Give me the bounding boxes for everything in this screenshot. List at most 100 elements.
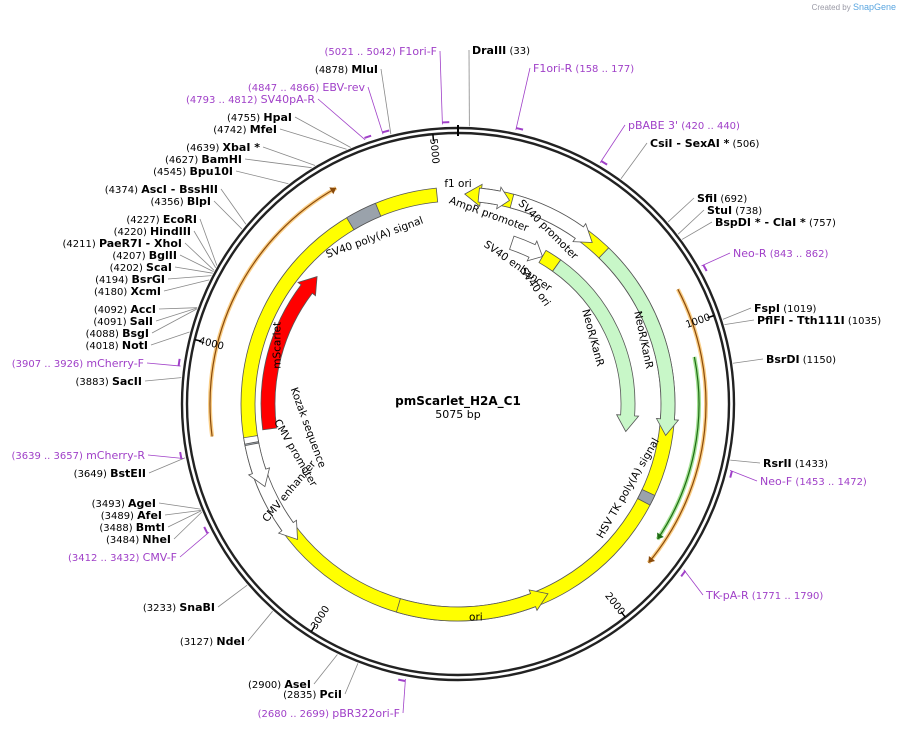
leader-line — [722, 307, 752, 320]
leader-line — [279, 128, 347, 150]
site-name: AscI - BssHII — [141, 183, 218, 196]
site-position: (692) — [717, 194, 747, 205]
enzyme-label: (4091) SalI — [93, 315, 153, 328]
leader-line — [184, 242, 215, 271]
site-position: (4194) — [95, 275, 131, 286]
feature-label: mScarlet — [271, 322, 283, 369]
leader-line — [158, 502, 201, 510]
leader-line — [724, 319, 755, 326]
leader-line — [620, 142, 648, 180]
leader-line — [681, 221, 713, 240]
leader-line — [148, 457, 186, 474]
primer-mark — [702, 264, 708, 272]
plasmid-name: pmScarlet_H2A_C1 — [395, 394, 521, 409]
site-name: HindIII — [150, 225, 191, 238]
primer-mark — [729, 470, 733, 478]
site-position: (4545) — [153, 167, 189, 178]
site-name: pBABE 3' — [628, 119, 678, 132]
tick-label: 2000 — [602, 591, 626, 618]
site-name: BlpI — [187, 195, 211, 208]
site-position: (4018) — [85, 341, 121, 352]
enzyme-label: (2835) PciI — [283, 688, 342, 701]
enzyme-label: RsrII (1433) — [763, 457, 828, 470]
feature-ampr-promoter — [477, 186, 511, 210]
primer-label: TK-pA-R (1771 .. 1790) — [705, 589, 823, 602]
site-name: AfeI — [137, 509, 162, 522]
enzyme-label: (2900) AseI — [248, 678, 311, 691]
enzyme-label: (4194) BsrGI — [95, 273, 165, 286]
enzyme-label: (3484) NheI — [106, 533, 171, 546]
enzyme-label: (3649) BstEII — [74, 467, 146, 480]
enzyme-label: (4545) Bpu10I — [153, 165, 233, 178]
leader-line — [213, 200, 243, 230]
leader-line — [599, 124, 626, 163]
site-name: F1ori-R — [533, 62, 573, 75]
enzyme-label: DraIII (33) — [472, 44, 530, 57]
tick-label: 3000 — [309, 604, 332, 631]
enzyme-label: (4207) BglII — [112, 249, 177, 262]
site-name: EcoRI — [163, 213, 197, 226]
site-name: RsrII — [763, 457, 792, 470]
site-name: BsrDI — [766, 353, 800, 366]
primer-label: (4847 .. 4866) EBV-rev — [248, 81, 366, 94]
leader-line — [150, 331, 190, 346]
plasmid-size: 5075 bp — [435, 408, 480, 421]
site-name: PciI — [320, 688, 342, 701]
feature-label: f1 ori — [444, 178, 471, 190]
enzyme-label: PflFI - Tth111I (1035) — [757, 314, 881, 327]
feature-cmv-promoter — [243, 435, 271, 488]
leader-line — [167, 275, 212, 280]
leader-line — [667, 197, 695, 223]
leader-line — [683, 569, 704, 596]
snapgene-logo: SnapGene — [852, 2, 896, 12]
leader-line — [439, 50, 443, 125]
site-position: (4847 .. 4866) — [248, 83, 323, 94]
enzyme-label: (4227) EcoRI — [126, 213, 197, 226]
site-position: (4755) — [227, 113, 263, 124]
enzyme-label: (4742) MfeI — [213, 123, 277, 136]
enzyme-label: (3127) NdeI — [180, 635, 245, 648]
primer-label: (5021 .. 5042) F1ori-F — [324, 45, 437, 58]
enzyme-label: StuI (738) — [707, 204, 762, 217]
leader-line — [158, 307, 198, 310]
site-name: XcmI — [130, 285, 161, 298]
site-name: MluI — [351, 63, 378, 76]
tick-1000 — [707, 314, 715, 319]
site-position: (1150) — [800, 355, 837, 366]
enzyme-label: FspI (1019) — [754, 302, 817, 315]
enzyme-label: (4211) PaeR7I - XhoI — [63, 237, 183, 250]
site-position: (5021 .. 5042) — [324, 47, 399, 58]
site-name: NheI — [142, 533, 171, 546]
site-name: Neo-F — [760, 475, 792, 488]
leader-line — [220, 188, 247, 225]
primer-mark — [203, 526, 209, 534]
primer-label: (3412 .. 3432) CMV-F — [68, 551, 177, 564]
enzyme-label: (3233) SnaBI — [143, 601, 215, 614]
site-name: CsiI - SexAI * — [650, 137, 730, 150]
leader-line — [262, 146, 316, 166]
site-name: SnaBI — [179, 601, 215, 614]
leader-line — [367, 86, 384, 135]
enzyme-label: (4374) AscI - BssHII — [105, 183, 218, 196]
enzyme-label: (4018) NotI — [85, 339, 148, 352]
enzyme-label: (4202) ScaI — [110, 261, 172, 274]
primer-label: Neo-F (1453 .. 1472) — [760, 475, 867, 488]
site-position: (2835) — [283, 690, 319, 701]
primer-mark — [364, 134, 372, 139]
primer-mark — [177, 358, 181, 366]
site-name: XbaI * — [223, 141, 261, 154]
leader-line — [144, 377, 182, 382]
site-position: (1035) — [845, 316, 882, 327]
orf-arrowhead — [329, 187, 337, 195]
leader-line — [155, 307, 198, 322]
leader-line — [294, 116, 351, 148]
site-position: (3489) — [101, 511, 137, 522]
site-position: (1019) — [780, 304, 817, 315]
enzyme-label: (4755) HpaI — [227, 111, 292, 124]
enzyme-label: (4356) BlpI — [150, 195, 211, 208]
leader-line — [164, 510, 202, 516]
site-name: mCherry-F — [86, 357, 144, 370]
site-position: (4793 .. 4812) — [186, 95, 261, 106]
enzyme-label: (3883) SacII — [76, 375, 143, 388]
site-position: (738) — [732, 206, 762, 217]
